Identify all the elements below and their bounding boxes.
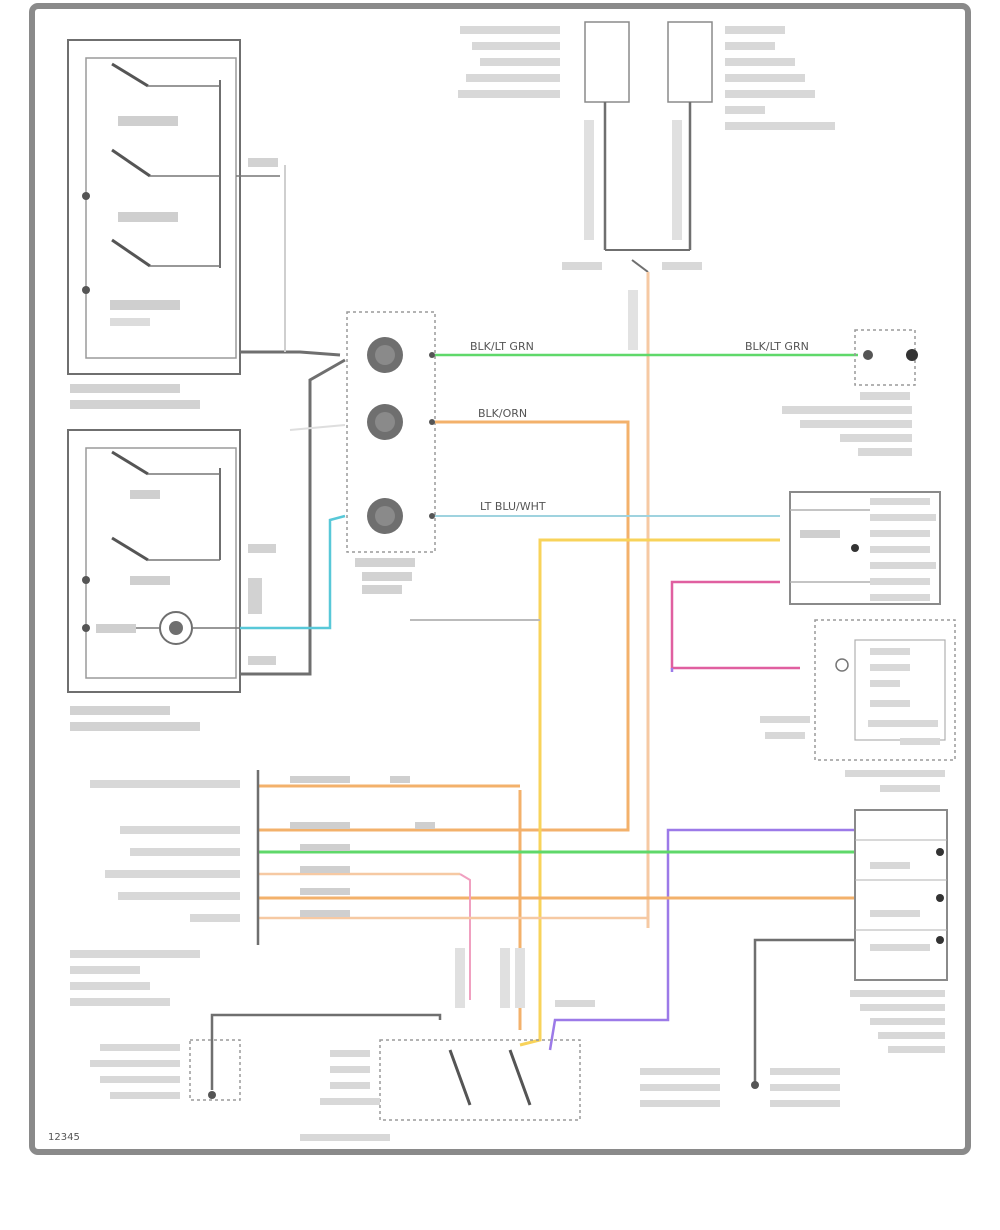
clock-spring [346,311,436,594]
wire-label-orange: BLK/ORN [478,407,527,420]
right-remote-control-switch [67,39,280,409]
page-code: 12345 [48,1132,80,1143]
wire-label-green-left: BLK/LT GRN [470,340,534,353]
wire-label-lt-blu: LT BLU/WHT [480,500,546,513]
wire-label-green-right: BLK/LT GRN [745,340,809,353]
outer-frame [29,3,971,1155]
transmission-control-module [70,770,435,1006]
